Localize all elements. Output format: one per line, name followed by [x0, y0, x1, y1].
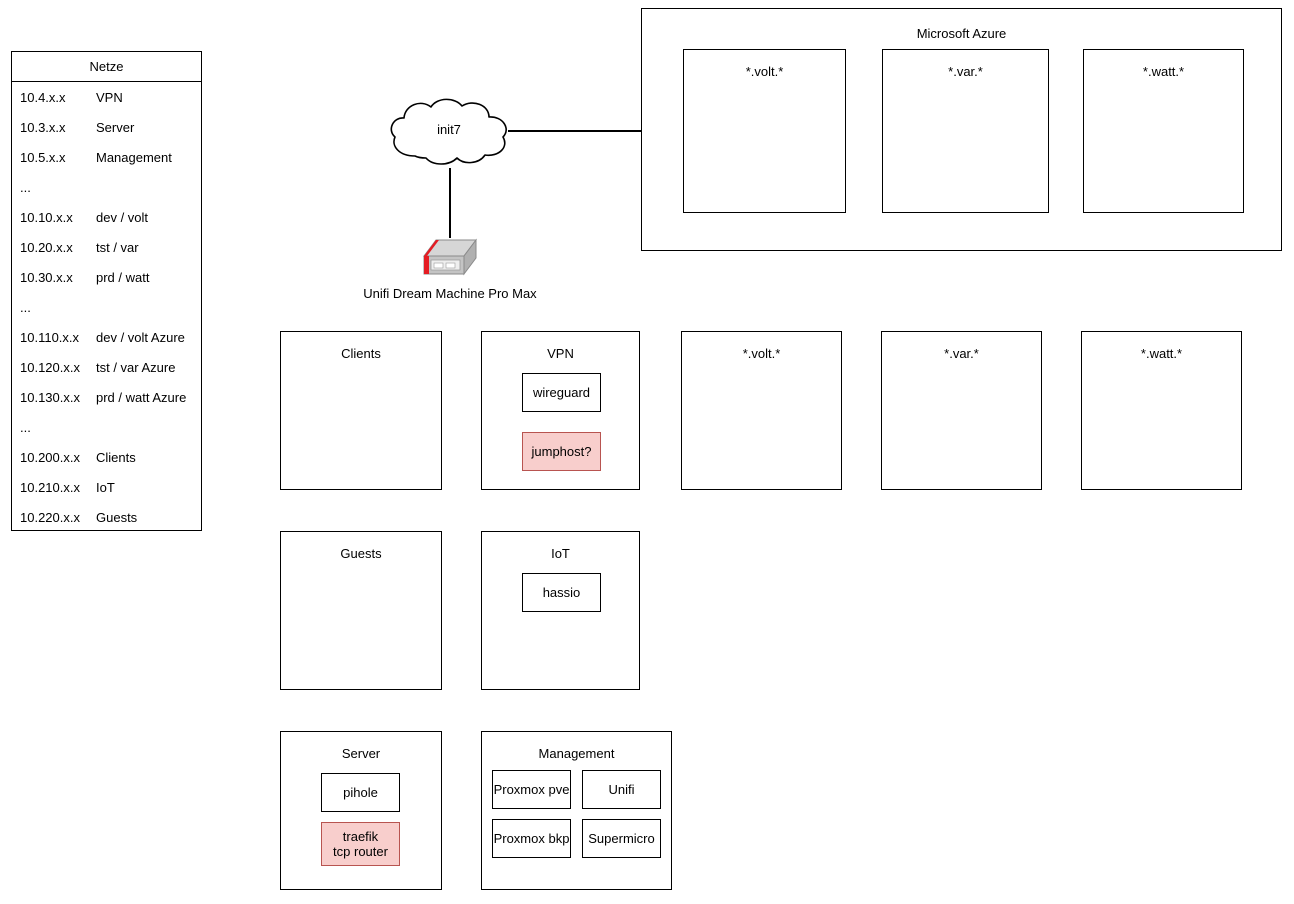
node-label: wireguard — [532, 385, 591, 400]
vlan-guests: Guests — [280, 531, 442, 690]
router-label: Unifi Dream Machine Pro Max — [363, 286, 537, 301]
netze-cidr: 10.4.x.x — [20, 89, 66, 105]
vlan-iot: IoT hassio — [481, 531, 640, 690]
netze-cidr: 10.30.x.x — [20, 269, 73, 285]
node-pihole[interactable]: pihole — [321, 773, 400, 812]
vlan-title: Clients — [341, 346, 381, 361]
node-label: Proxmox pve — [493, 782, 570, 797]
table-row: 10.120.x.x tst / var Azure — [12, 352, 201, 382]
table-row: 10.210.x.x IoT — [12, 472, 201, 502]
vlan-title: *.watt.* — [1140, 346, 1183, 361]
cloud-label: init7 — [437, 122, 461, 137]
netze-cidr: 10.10.x.x — [20, 209, 73, 225]
vlan-var: *.var.* — [881, 331, 1042, 490]
table-row: 10.20.x.x tst / var — [12, 232, 201, 262]
netze-cidr: 10.120.x.x — [20, 359, 80, 375]
unifi-router-device — [420, 237, 480, 281]
firewall-appliance-icon — [423, 238, 477, 276]
vlan-title: Server — [341, 746, 381, 761]
node-unifi[interactable]: Unifi — [582, 770, 661, 809]
node-label: Proxmox bkp — [493, 831, 570, 846]
netze-name: prd / watt Azure — [96, 389, 187, 405]
node-label: Supermicro — [588, 831, 655, 846]
node-wireguard[interactable]: wireguard — [522, 373, 601, 412]
node-proxmox-pve[interactable]: Proxmox pve — [492, 770, 571, 809]
vlan-title: Management — [538, 746, 615, 761]
netze-name: Clients — [96, 449, 136, 465]
node-proxmox-bkp[interactable]: Proxmox bkp — [492, 819, 571, 858]
netze-cidr: 10.130.x.x — [20, 389, 80, 405]
netze-cidr: 10.210.x.x — [20, 479, 80, 495]
netze-name: IoT — [96, 479, 115, 495]
netze-name: dev / volt — [96, 209, 149, 225]
node-label: traefik tcp router — [333, 829, 388, 859]
azure-zone-watt: *.watt.* — [1083, 49, 1244, 213]
node-label: Unifi — [608, 782, 635, 797]
vlan-title: *.var.* — [944, 346, 979, 361]
node-jumphost[interactable]: jumphost? — [522, 432, 601, 471]
netze-table-title: Netze — [12, 52, 201, 82]
vlan-title: *.volt.* — [742, 346, 781, 361]
netze-cidr: ... — [20, 299, 31, 315]
netze-cidr: 10.5.x.x — [20, 149, 66, 165]
netze-cidr: 10.110.x.x — [20, 329, 80, 345]
azure-group: Microsoft Azure *.volt.* *.var.* *.watt.… — [641, 8, 1282, 251]
vlan-management: Management Proxmox pve Unifi Proxmox bkp… — [481, 731, 672, 890]
node-supermicro[interactable]: Supermicro — [582, 819, 661, 858]
netze-cidr: ... — [20, 419, 31, 435]
netze-cidr: 10.220.x.x — [20, 509, 80, 525]
node-label: pihole — [343, 785, 378, 800]
netze-name: tst / var Azure — [96, 359, 176, 375]
azure-zone-title: *.var.* — [948, 64, 983, 79]
vlan-watt: *.watt.* — [1081, 331, 1242, 490]
table-row: 10.10.x.x dev / volt — [12, 202, 201, 232]
table-row: 10.30.x.x prd / watt — [12, 262, 201, 292]
azure-zone-var: *.var.* — [882, 49, 1049, 213]
vlan-title: VPN — [547, 346, 574, 361]
netze-name: Server — [96, 119, 135, 135]
table-row-separator: ... — [12, 172, 201, 202]
vlan-volt: *.volt.* — [681, 331, 842, 490]
netze-cidr: ... — [20, 179, 31, 195]
azure-group-title: Microsoft Azure — [916, 26, 1007, 41]
netze-name: Guests — [96, 509, 138, 525]
link-cloud-to-azure — [508, 130, 642, 132]
table-row: 10.5.x.x Management — [12, 142, 201, 172]
node-hassio[interactable]: hassio — [522, 573, 601, 612]
netze-name: Management — [96, 149, 172, 165]
table-row-separator: ... — [12, 292, 201, 322]
netze-cidr: 10.3.x.x — [20, 119, 66, 135]
netze-name: VPN — [96, 89, 123, 105]
netze-table: Netze 10.4.x.x VPN 10.3.x.x Server 10.5.… — [11, 51, 202, 531]
internet-cloud: init7 — [385, 96, 513, 168]
table-row: 10.200.x.x Clients — [12, 442, 201, 472]
vlan-clients: Clients — [280, 331, 442, 490]
node-label: hassio — [542, 585, 581, 600]
table-row: 10.110.x.x dev / volt Azure — [12, 322, 201, 352]
table-row: 10.3.x.x Server — [12, 112, 201, 142]
azure-zone-title: *.volt.* — [745, 64, 784, 79]
netze-cidr: 10.20.x.x — [20, 239, 73, 255]
azure-zone-title: *.watt.* — [1142, 64, 1185, 79]
netze-name: prd / watt — [96, 269, 150, 285]
node-traefik[interactable]: traefik tcp router — [321, 822, 400, 866]
vlan-server: Server pihole traefik tcp router — [280, 731, 442, 890]
vlan-vpn: VPN wireguard jumphost? — [481, 331, 640, 490]
netze-table-rows: 10.4.x.x VPN 10.3.x.x Server 10.5.x.x Ma… — [12, 82, 201, 530]
table-row: 10.130.x.x prd / watt Azure — [12, 382, 201, 412]
link-cloud-to-router — [449, 168, 451, 238]
netze-cidr: 10.200.x.x — [20, 449, 80, 465]
azure-zone-volt: *.volt.* — [683, 49, 846, 213]
table-row-separator: ... — [12, 412, 201, 442]
netze-name: dev / volt Azure — [96, 329, 185, 345]
cloud-icon — [390, 98, 507, 165]
netze-name: tst / var — [96, 239, 139, 255]
vlan-title: Guests — [340, 546, 382, 561]
node-label: jumphost? — [531, 444, 592, 459]
table-row: 10.220.x.x Guests — [12, 502, 201, 532]
table-row: 10.4.x.x VPN — [12, 82, 201, 112]
vlan-title: IoT — [551, 546, 570, 561]
